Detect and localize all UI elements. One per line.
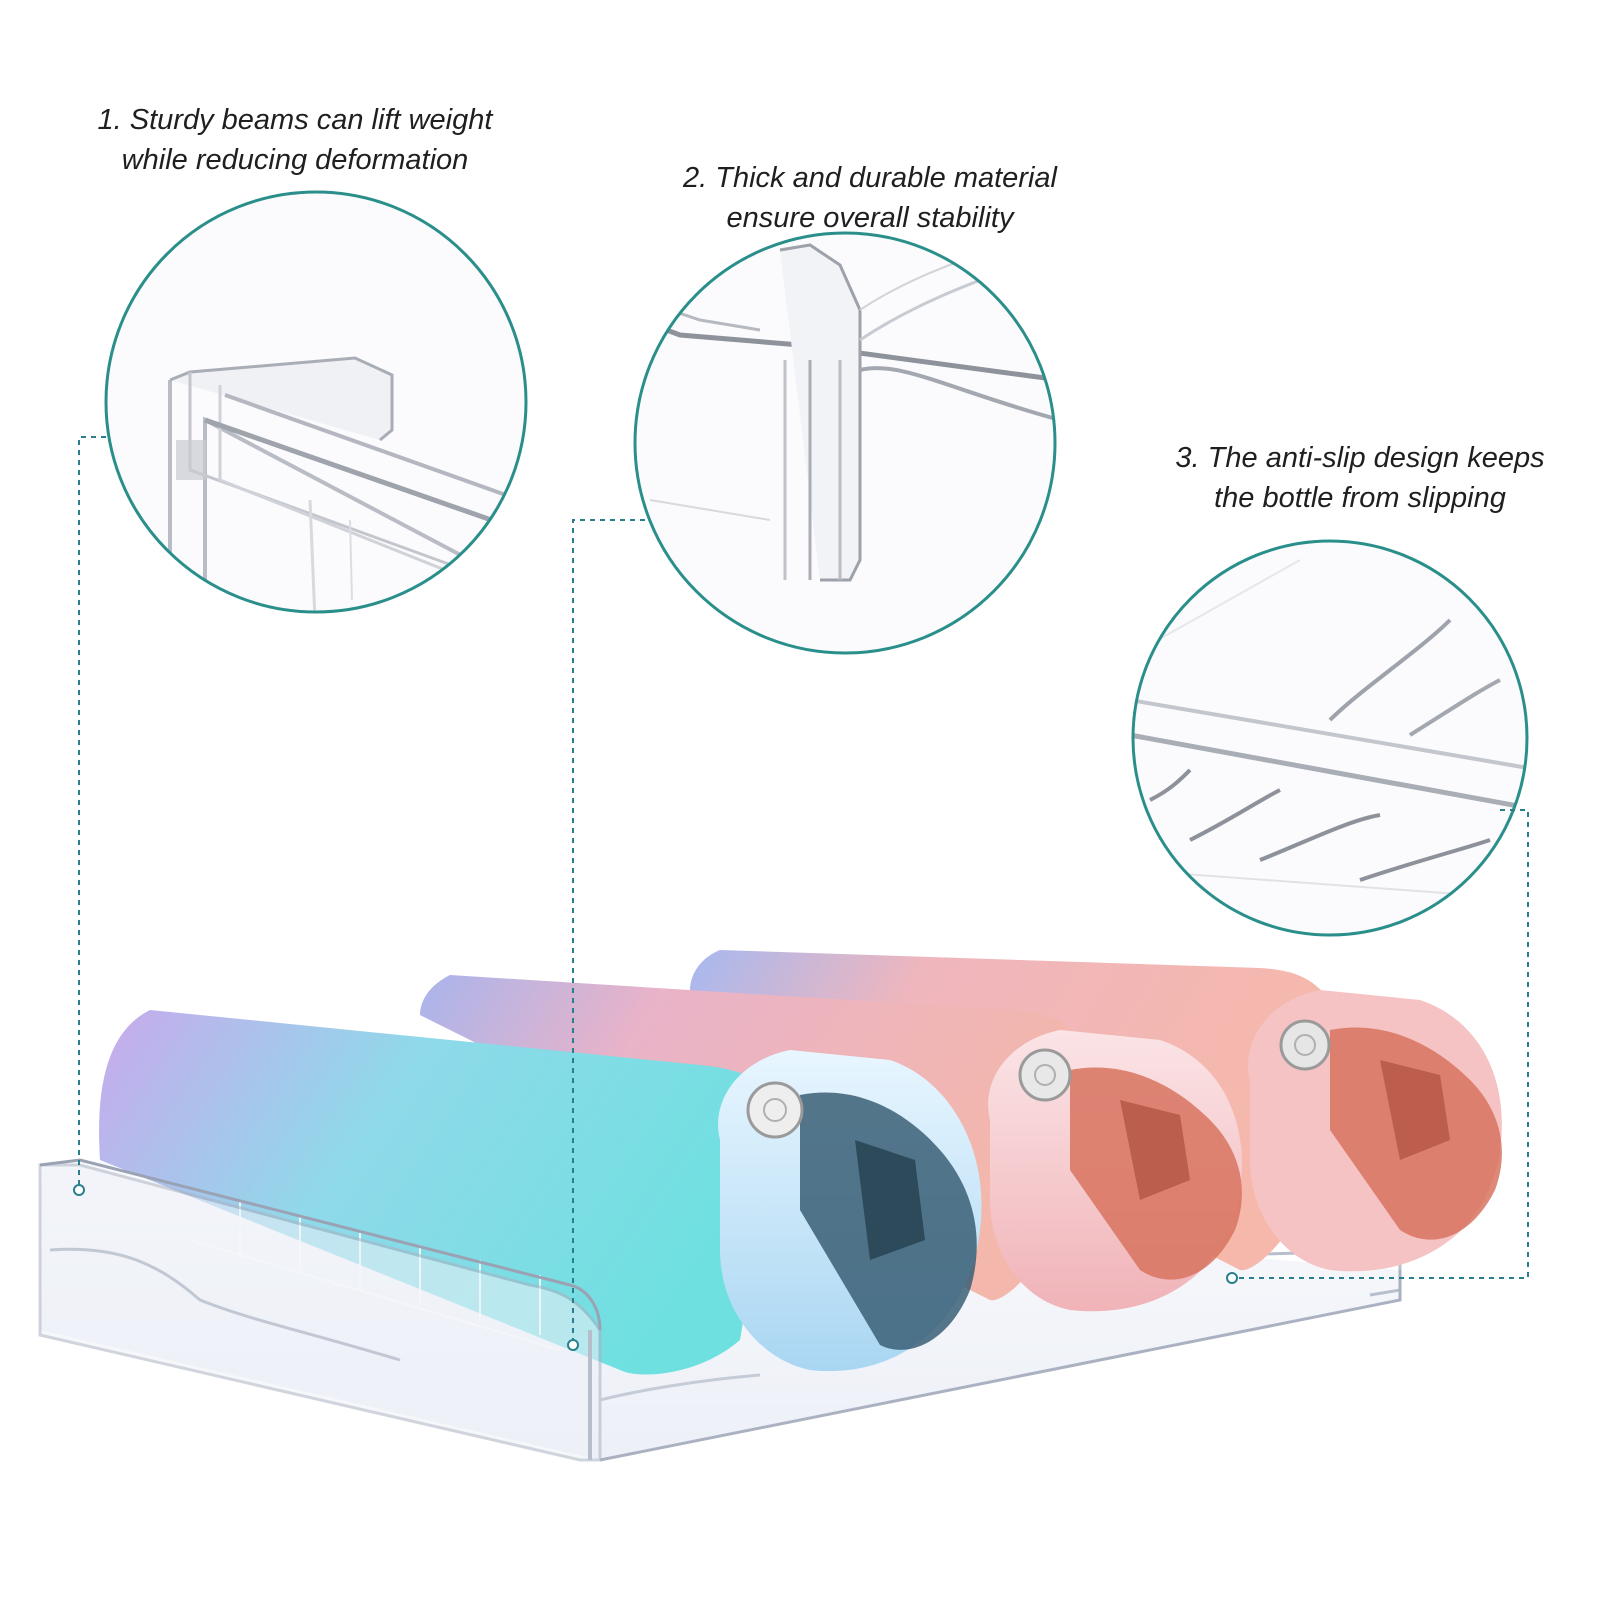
bottle-rack: [38, 1158, 1402, 1462]
callout-caption-anti-slip: 3. The anti-slip design keeps the bottle…: [1140, 438, 1580, 518]
detail-magnifier-circle: [633, 231, 1057, 655]
callout-caption-material: 2. Thick and durable material ensure ove…: [650, 158, 1090, 238]
caption-line: 1. Sturdy beams can lift weight: [97, 104, 493, 136]
detail-magnifier-circle: [1131, 539, 1529, 937]
caption-line: while reducing deformation: [121, 144, 469, 176]
leader-lines: [78, 436, 1529, 1345]
leader-dots: [73, 1184, 1238, 1351]
caption-line: 2. Thick and durable material: [683, 162, 1057, 194]
callout-caption-beams: 1. Sturdy beams can lift weight while re…: [60, 100, 530, 180]
water-bottle: [99, 1010, 982, 1375]
caption-line: 3. The anti-slip design keeps: [1175, 442, 1545, 474]
caption-line: ensure overall stability: [726, 202, 1014, 234]
detail-magnifier-circle: [104, 190, 528, 614]
caption-line: the bottle from slipping: [1214, 482, 1506, 514]
